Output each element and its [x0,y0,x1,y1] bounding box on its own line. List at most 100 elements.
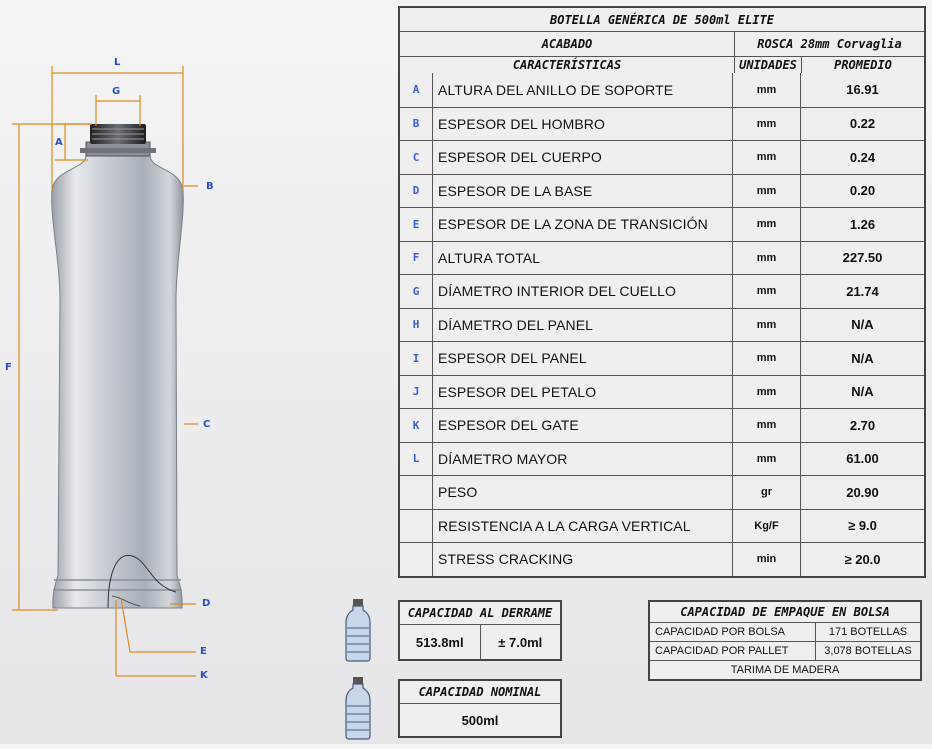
spec-unit: mm [733,308,801,341]
spec-name: ESPESOR DEL CUERPO [432,141,733,174]
spec-name: DÍAMETRO DEL PANEL [432,308,733,341]
spec-value: 0.24 [849,149,876,165]
spec-unit: min [733,543,801,576]
spec-value: ≥ 20.0 [844,551,881,567]
acabado-value: ROSCA 28mm Corvaglia [757,37,902,51]
spec-name: ESPESOR DE LA ZONA DE TRANSICIÓN [432,208,733,241]
dim-label-d: D [202,598,211,609]
dim-label-g: G [112,86,121,97]
spec-value: N/A [851,350,874,366]
empaque-label: CAPACIDAD POR BOLSA [650,623,816,641]
spec-value: 20.90 [846,484,879,500]
spec-value: 2.70 [849,417,876,433]
spec-value: 0.20 [849,183,876,199]
bottle-drawing: L G A B F C D E K [0,0,240,744]
acabado-row: ACABADO ROSCA 28mm Corvaglia [400,31,924,56]
spec-unit: mm [733,375,801,408]
dim-label-e: E [200,646,207,657]
spec-unit: mm [733,141,801,174]
empaque-footer-row: TARIMA DE MADERA [650,661,920,679]
spec-letter: L [412,452,420,466]
spec-value: 61.00 [846,451,879,467]
spec-unit: mm [733,241,801,274]
spec-value: 16.91 [846,82,879,98]
empaque-footer: TARIMA DE MADERA [730,664,840,676]
empaque-label: CAPACIDAD POR PALLET [650,642,816,660]
empaque-row: CAPACIDAD POR PALLET 3,078 BOTELLAS [650,642,920,661]
dim-label-a: A [55,137,63,148]
nominal-title: CAPACIDAD NOMINAL [400,681,560,704]
spec-unit: mm [733,442,801,475]
empaque-value: 171 BOTELLAS [828,626,908,638]
nominal-value: 500ml [461,713,499,728]
col-unidades: UNIDADES [735,57,802,73]
capacidad-nominal-box: CAPACIDAD NOMINAL 500ml [398,679,562,738]
empaque-value: 3,078 BOTELLAS [824,645,912,657]
small-bottle-icon [345,599,371,662]
spec-value: 21.74 [846,283,879,299]
spec-unit: mm [733,275,801,308]
spec-letter: A [412,83,420,97]
spec-value: 227.50 [842,250,883,266]
spec-letter [400,543,432,576]
spec-name: STRESS CRACKING [432,543,733,576]
spec-name: PESO [432,476,733,509]
capacidad-empaque-box: CAPACIDAD DE EMPAQUE EN BOLSA CAPACIDAD … [648,600,922,681]
empaque-title: CAPACIDAD DE EMPAQUE EN BOLSA [650,602,920,623]
spec-name: ALTURA TOTAL [432,241,733,274]
spec-name: ESPESOR DEL PANEL [432,342,733,375]
bottle-body [51,154,184,609]
spec-unit: mm [733,342,801,375]
spec-unit: mm [733,174,801,207]
spec-name: DÍAMETRO INTERIOR DEL CUELLO [432,275,733,308]
column-header-row: CARACTERÍSTICAS UNIDADES PROMEDIO [400,56,924,73]
small-bottle-icon [345,677,371,740]
spec-value: 0.22 [849,116,876,132]
col-promedio: PROMEDIO [834,58,892,72]
spec-letter: J [412,385,420,399]
spec-name: ESPESOR DEL HOMBRO [432,107,733,140]
spec-name: ESPESOR DE LA BASE [432,174,733,207]
spec-letter: B [412,117,420,131]
spec-letter: D [412,184,420,198]
spec-value: N/A [851,317,874,333]
spec-value: 1.26 [849,216,876,232]
spec-unit: mm [733,73,801,107]
derrame-title: CAPACIDAD AL DERRAME [400,602,560,625]
spec-letter: G [412,284,420,298]
dim-label-f: F [5,362,12,373]
spec-name: ESPESOR DEL GATE [432,409,733,442]
dim-label-l: L [114,57,121,68]
spec-letter: H [412,318,420,332]
spec-letter: I [412,351,420,365]
derrame-tolerance: ± 7.0ml [498,635,543,650]
spec-name: ALTURA DEL ANILLO DE SOPORTE [432,73,733,107]
capacidad-derrame-box: CAPACIDAD AL DERRAME 513.8ml ± 7.0ml [398,600,562,661]
dim-label-b: B [206,181,214,192]
spec-name: DÍAMETRO MAYOR [432,442,733,475]
spec-unit: Kg/F [733,509,801,542]
empaque-row: CAPACIDAD POR BOLSA 171 BOTELLAS [650,623,920,642]
dim-label-c: C [203,419,211,430]
spec-table: BOTELLA GENÉRICA DE 500ml ELITE ACABADO … [398,6,926,578]
spec-letter: K [412,418,420,432]
spec-title: BOTELLA GENÉRICA DE 500ml ELITE [550,12,774,27]
bottle-illustration [12,66,198,677]
spec-value: N/A [851,384,874,400]
spec-letter [400,476,432,509]
col-caracteristicas: CARACTERÍSTICAS [400,57,735,73]
spec-name: RESISTENCIA A LA CARGA VERTICAL [432,509,733,542]
spec-unit: mm [733,208,801,241]
